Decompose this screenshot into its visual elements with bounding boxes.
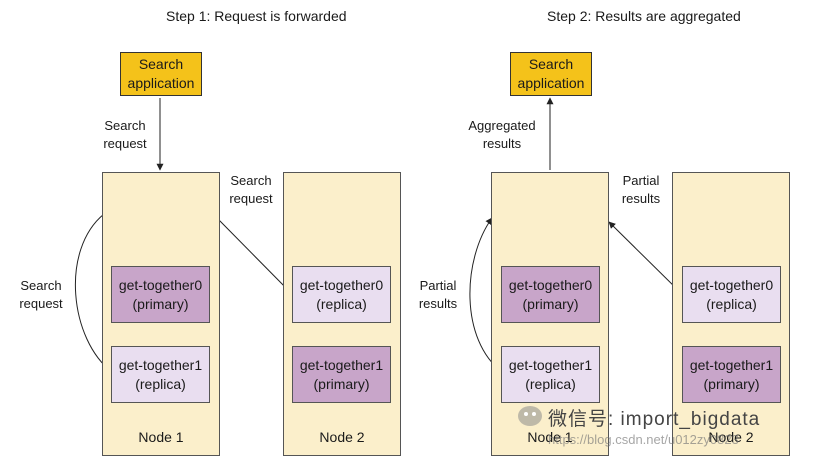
arrow-node1-to-node2-replica bbox=[218, 219, 293, 295]
arrow-local-replica-to-node1 bbox=[469, 217, 503, 373]
step2-node1-shard-get-together1: get-together1 (replica) bbox=[501, 346, 600, 403]
step1-node1-shard-get-together1: get-together1 (replica) bbox=[111, 346, 210, 403]
step1-search-application: Search application bbox=[120, 52, 202, 96]
step1-title: Step 1: Request is forwarded bbox=[166, 8, 347, 24]
step2-app-line2: application bbox=[517, 75, 585, 91]
step2-title: Step 2: Results are aggregated bbox=[547, 8, 741, 24]
step2-label-aggregated-results: Aggregated results bbox=[468, 118, 536, 151]
step1-label-search-request-top: Search request bbox=[103, 118, 147, 151]
step2-node1-shard-get-together0: get-together0 (primary) bbox=[501, 266, 600, 323]
step2-app-line1: Search bbox=[528, 56, 574, 72]
step2-node2-label: Node 2 bbox=[708, 429, 754, 445]
arrow-node2-replica-to-node1 bbox=[608, 221, 683, 295]
watermark-wechat-id: 微信号: import_bigdata bbox=[548, 409, 761, 430]
step1-node1-shard-get-together0: get-together0 (primary) bbox=[111, 266, 210, 323]
step1-app-line2: application bbox=[127, 75, 195, 91]
step2-search-application: Search application bbox=[510, 52, 592, 96]
step2-label-partial-results-cross: Partial results bbox=[621, 173, 661, 206]
step1-node2-shard-get-together1: get-together1 (primary) bbox=[292, 346, 391, 403]
step1-node1-label: Node 1 bbox=[138, 429, 184, 445]
step2-node1-label: Node 1 bbox=[527, 429, 573, 445]
step1-label-search-request-left: Search request bbox=[19, 278, 63, 311]
wechat-logo-icon bbox=[518, 406, 542, 426]
step2-node2-shard-get-together1: get-together1 (primary) bbox=[682, 346, 781, 403]
step1-node2-shard-get-together0: get-together0 (replica) bbox=[292, 266, 391, 323]
step1-label-search-request-cross: Search request bbox=[229, 173, 273, 206]
step1-app-line1: Search bbox=[138, 56, 184, 72]
step1-node2-label: Node 2 bbox=[319, 429, 365, 445]
arrow-node1-to-local-replica bbox=[74, 213, 113, 373]
step2-label-partial-results-left: Partial results bbox=[418, 278, 458, 311]
watermark-url: https://blog.csdn.net/u012zy0823 bbox=[548, 432, 739, 447]
step2-node2-shard-get-together0: get-together0 (replica) bbox=[682, 266, 781, 323]
